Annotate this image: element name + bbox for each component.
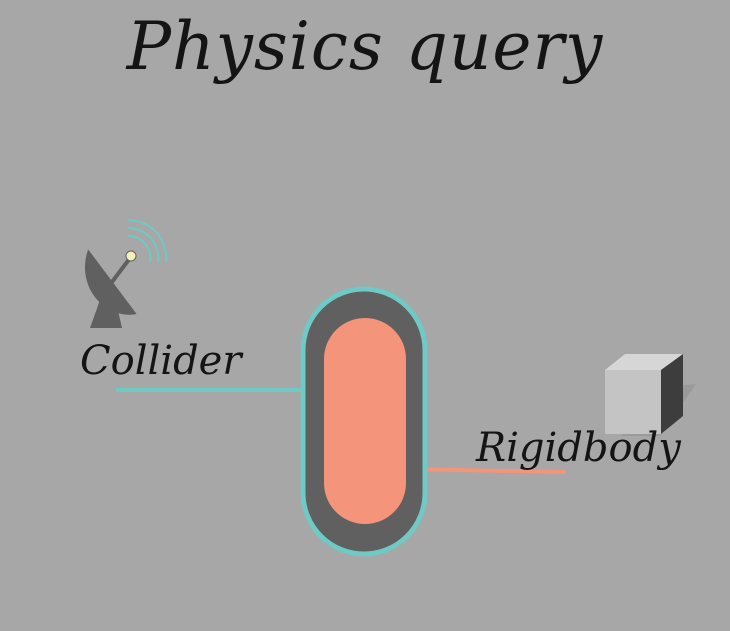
- capsule-shape: [300, 286, 428, 557]
- rigidbody-connector-line: [403, 467, 567, 474]
- cube-icon: [605, 354, 696, 436]
- collider-label: Collider: [80, 338, 242, 384]
- page-title: Physics query: [126, 8, 604, 85]
- satellite-dish-icon: [84, 218, 168, 328]
- capsule-core: [324, 318, 406, 524]
- rigidbody-label: Rigidbody: [476, 425, 681, 471]
